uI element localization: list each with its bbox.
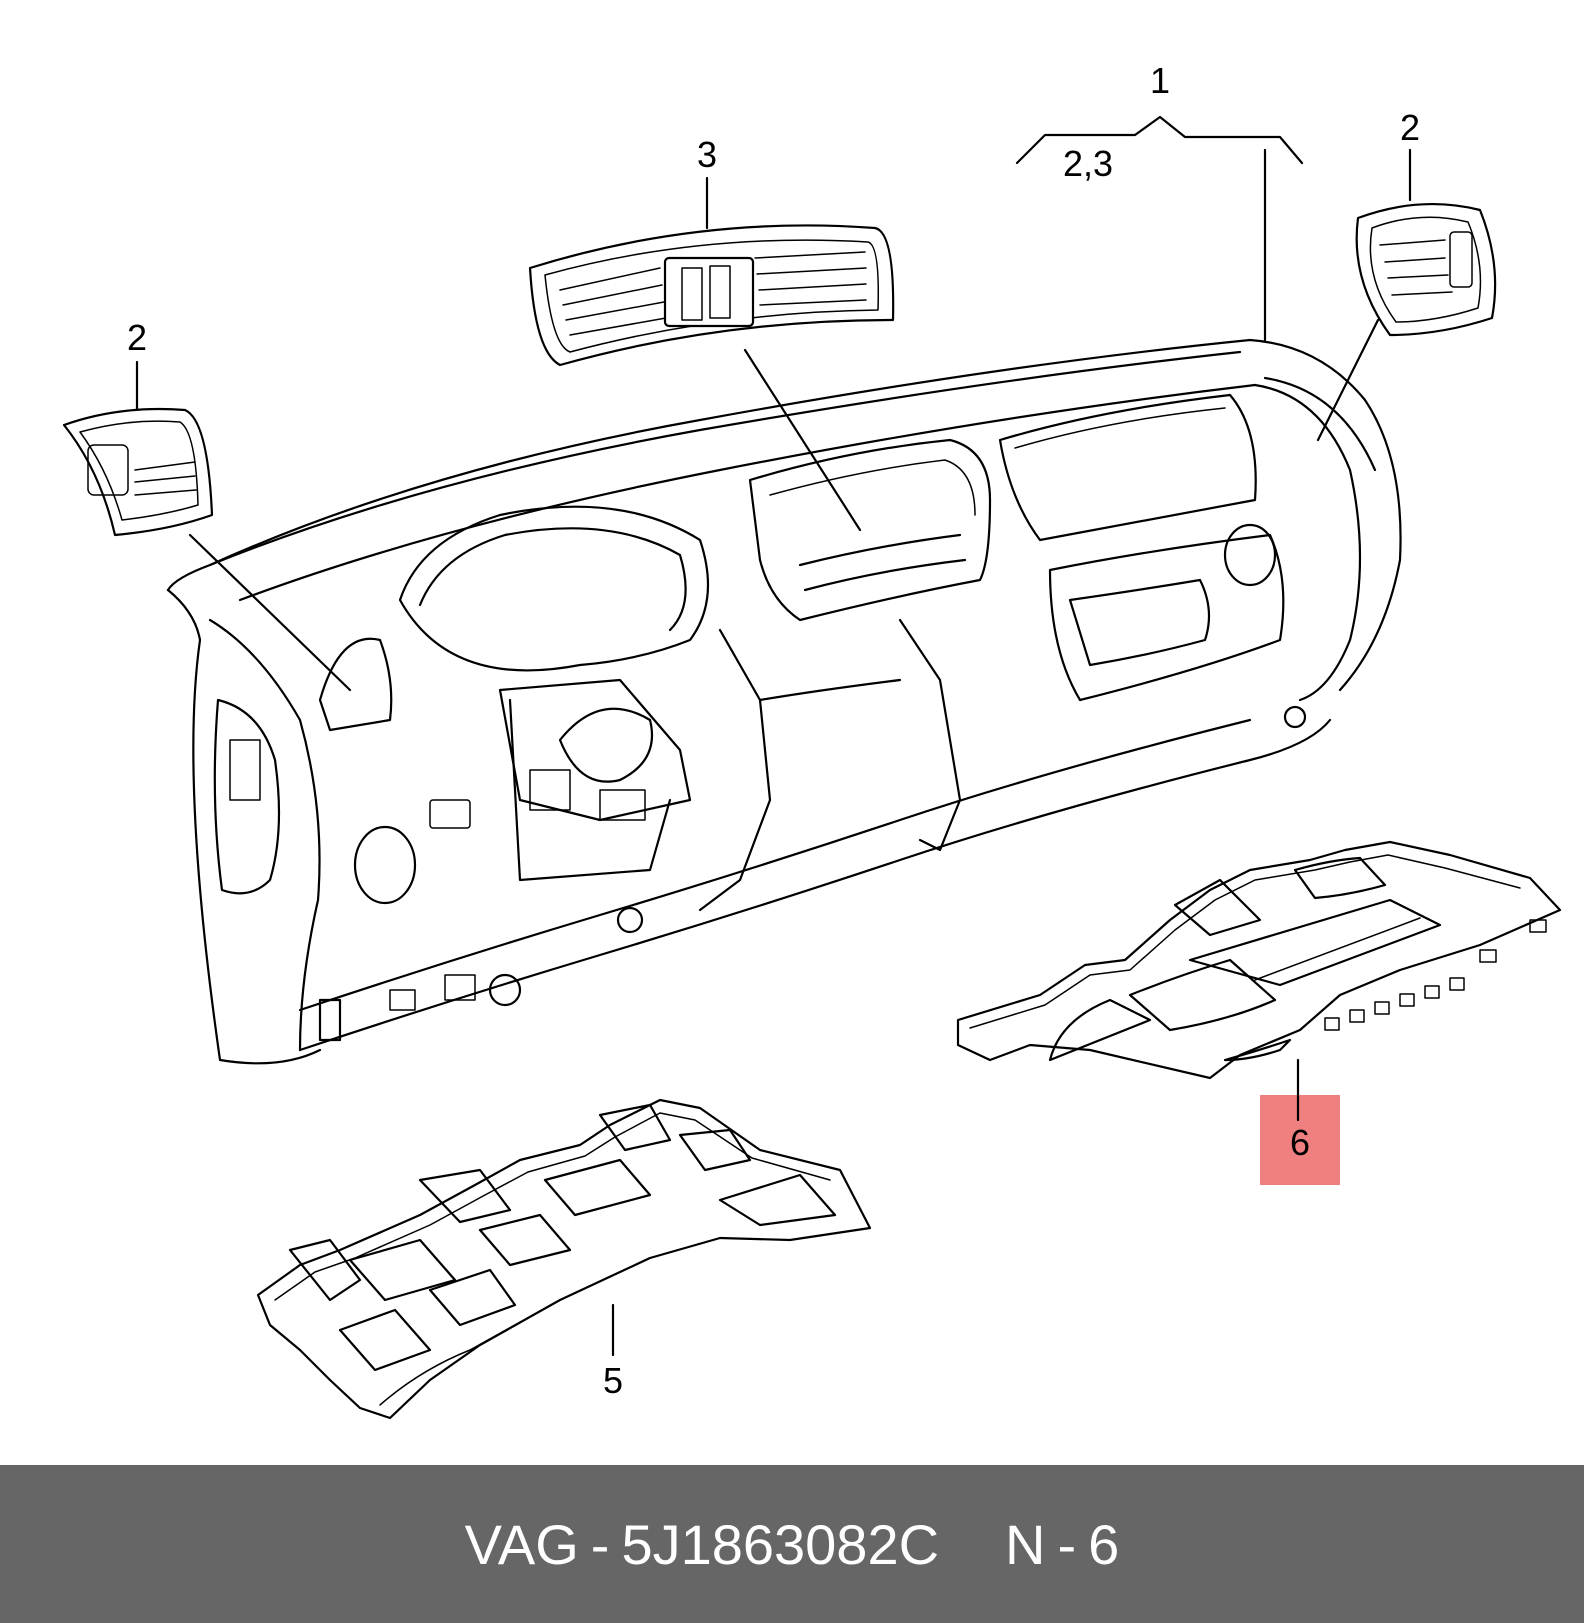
position-separator: - [1057, 1512, 1077, 1576]
part-6-bracket [956, 840, 1562, 1114]
position-number: 6 [1088, 1512, 1120, 1576]
callout-3-label: 3 [697, 134, 717, 175]
callout-6-label: 6 [1290, 1122, 1310, 1163]
callout-2-left-label: 2 [127, 317, 147, 358]
callout-3: 3 [697, 134, 717, 230]
callout-2-right-label: 2 [1400, 107, 1420, 148]
brand-separator: - [590, 1512, 610, 1576]
callout-1-label: 1 [1150, 60, 1170, 101]
callout-6: 6 [1260, 1093, 1340, 1185]
right-air-vent [1316, 202, 1497, 442]
left-air-vent [62, 407, 352, 692]
callout-5-label: 5 [603, 1360, 623, 1401]
part-number-footer: VAG - 5J1863082C N - 6 [0, 1465, 1584, 1623]
callout-2-right: 2 [1400, 107, 1420, 202]
part-5-bracket [256, 1098, 872, 1420]
position-prefix: N [1005, 1512, 1046, 1576]
callout-2-left: 2 [127, 317, 147, 412]
callout-5: 5 [603, 1360, 623, 1401]
dashboard-assembly [166, 338, 1402, 1065]
center-air-vent [528, 224, 895, 532]
callout-1-sublabel: 2,3 [1063, 143, 1113, 184]
parts-diagram: 1 2,3 3 2 2 [62, 60, 1562, 1420]
callout-1: 1 2,3 [1015, 60, 1304, 342]
brand-label: VAG [464, 1512, 579, 1576]
part-number: 5J1863082C [621, 1512, 940, 1576]
callout-6-highlight [1260, 1095, 1340, 1185]
